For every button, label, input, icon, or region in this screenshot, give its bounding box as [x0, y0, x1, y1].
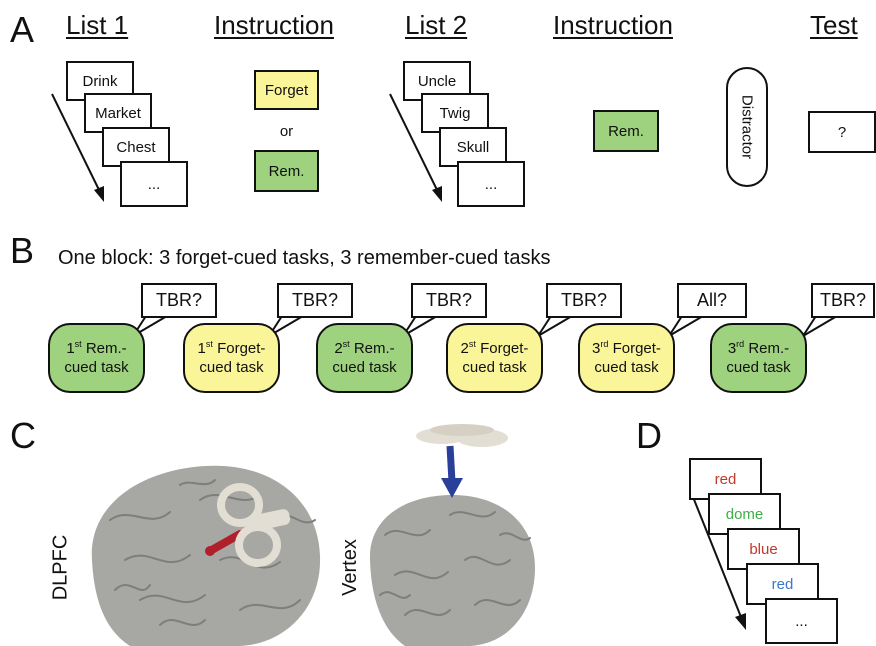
task-title: 1st Forget- — [197, 338, 266, 357]
remember-cue: Rem. — [254, 150, 319, 192]
stroop-word: red — [714, 470, 737, 488]
task-5-forget: 3rd Forget- cued task — [578, 323, 675, 393]
block-description: One block: 3 forget-cued tasks, 3 rememb… — [58, 247, 551, 269]
task-title: 2st Forget- — [460, 338, 529, 357]
instruction1-heading: Instruction — [214, 10, 334, 40]
tms-coil-vertex — [416, 424, 508, 447]
tbr-bubble: TBR? — [811, 283, 875, 318]
task-6-remember: 3rd Rem.- cued task — [710, 323, 807, 393]
instruction2-heading: Instruction — [553, 10, 673, 40]
task-title: 3rd Forget- — [592, 338, 661, 357]
task-4-forget: 2st Forget- cued task — [446, 323, 543, 393]
tbr-bubble: TBR? — [277, 283, 353, 318]
stroop-word-card: ... — [765, 598, 838, 644]
task-subtitle: cued task — [332, 359, 397, 376]
list1-arrow-shaft — [51, 93, 103, 197]
dlpfc-stimulation-site — [205, 546, 215, 556]
list1-word-card: ... — [120, 161, 188, 207]
test-heading: Test — [810, 10, 858, 40]
stroop-word: dome — [725, 505, 764, 523]
distractor-box: Distractor — [726, 67, 768, 187]
stroop-word: blue — [749, 540, 778, 558]
brain-vertex-illustration — [369, 495, 535, 646]
stroop-arrow-head — [735, 613, 746, 630]
task-subtitle: cued task — [726, 359, 791, 376]
list2-arrow-shaft — [389, 93, 441, 197]
test-item-box: ? — [808, 111, 876, 153]
tbr-bubble: TBR? — [141, 283, 217, 318]
tms-coil-dlpfc — [217, 483, 291, 567]
task-title: 3rd Rem.- — [727, 338, 790, 357]
remember-cue-2: Rem. — [593, 110, 659, 152]
list1-heading: List 1 — [66, 10, 129, 40]
tbr-bubble: TBR? — [411, 283, 487, 318]
task-3-remember: 2st Rem.- cued task — [316, 323, 413, 393]
task-1-remember: 1st Rem.- cued task — [48, 323, 145, 393]
list2-arrow-head — [432, 186, 442, 202]
stroop-word: red — [771, 575, 794, 593]
dlpfc-stimulation-pointer — [206, 530, 244, 555]
panel-c-label: C — [10, 415, 36, 456]
task-title: 2st Rem.- — [334, 338, 395, 357]
vertex-pointer-shaft — [446, 445, 456, 483]
task-title: 1st Rem.- — [66, 338, 127, 357]
stroop-word: ... — [795, 612, 808, 630]
list2-word-card: ... — [457, 161, 525, 207]
task-2-forget: 1st Forget- cued task — [183, 323, 280, 393]
panel-a-label: A — [10, 9, 35, 50]
task-subtitle: cued task — [594, 359, 659, 376]
forget-cue: Forget — [254, 70, 319, 110]
panel-d-label: D — [636, 415, 662, 456]
cue-or-text: or — [279, 123, 294, 140]
task-subtitle: cued task — [462, 359, 527, 376]
vertex-pointer-head — [441, 478, 463, 498]
task-subtitle: cued task — [64, 359, 129, 376]
task-subtitle: cued task — [199, 359, 264, 376]
tbr-bubble: TBR? — [546, 283, 622, 318]
brain-dlpfc-illustration — [91, 465, 321, 646]
list1-arrow-head — [94, 186, 104, 202]
stroop-arrow-shaft — [692, 496, 744, 623]
all-bubble: All? — [677, 283, 747, 318]
panel-b-label: B — [10, 230, 35, 271]
list2-heading: List 2 — [405, 10, 468, 40]
